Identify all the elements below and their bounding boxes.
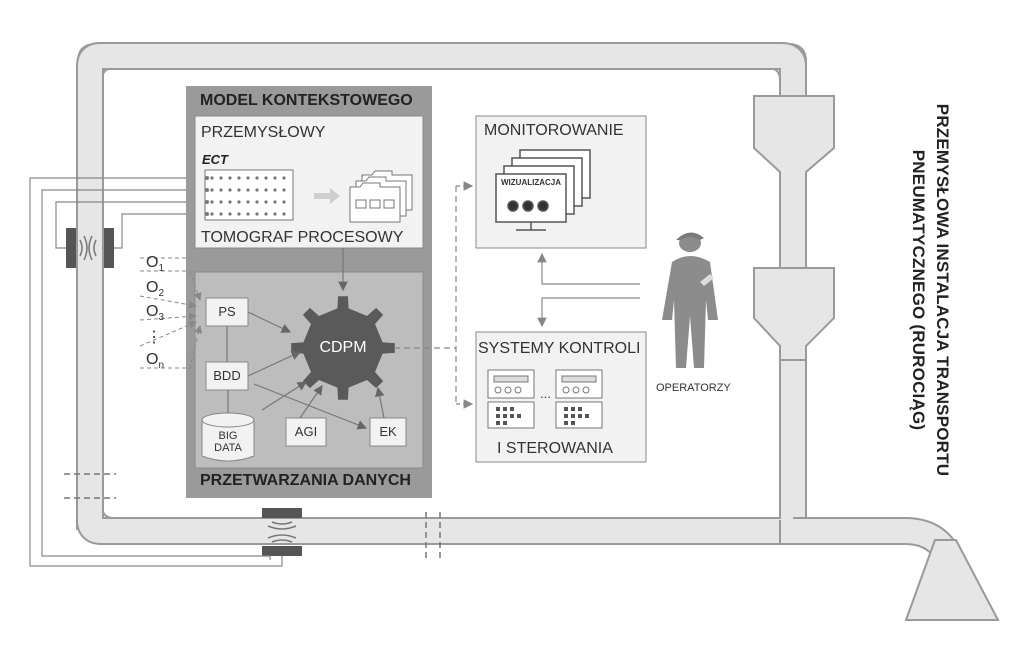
folders-icon xyxy=(349,170,413,223)
monitor-stack-icon xyxy=(495,149,591,231)
separator-bottom xyxy=(753,267,835,361)
ect-arrow xyxy=(314,188,340,204)
output-links xyxy=(394,181,640,409)
input-label-sub: 1 xyxy=(158,263,165,275)
ek-box xyxy=(369,417,407,447)
input-label-sub: 3 xyxy=(158,312,165,324)
bdd-label: BDD xyxy=(213,368,241,383)
control-panel-left xyxy=(487,369,535,429)
sensor-cables xyxy=(29,177,283,567)
visualization-screen-label: WIZUALIZACJA xyxy=(501,178,561,187)
pipe-breaks xyxy=(64,473,441,560)
input-label-base: O xyxy=(146,279,159,296)
industrial-label: PRZEMYSŁOWY xyxy=(201,124,326,141)
input-label-base: ⋮ xyxy=(146,329,162,346)
ps-label: PS xyxy=(218,304,236,319)
input-label-base: O xyxy=(146,351,159,368)
input-label-sub: 2 xyxy=(158,288,165,300)
hopper xyxy=(904,539,1000,621)
cdpm-gear xyxy=(291,296,395,400)
control-ellipsis: ... xyxy=(540,386,551,401)
context-model-title: MODEL KONTEKSTOWEGO xyxy=(200,92,413,109)
input-label-base: O xyxy=(146,303,159,320)
input-label: O3 xyxy=(146,303,164,323)
pipe-band xyxy=(76,42,957,559)
installation-title-line2: PNEUMATYCZNEGO (RUROCIĄG) xyxy=(909,149,928,431)
control-panel-right xyxy=(555,369,603,429)
cdpm-label: CDPM xyxy=(319,339,367,356)
big-data-line2: DATA xyxy=(214,442,242,454)
ect-label: ECT xyxy=(202,152,228,167)
input-label: ⋮ xyxy=(146,327,162,349)
input-label-sub: n xyxy=(158,360,165,372)
separator-top xyxy=(753,95,835,269)
input-label-base: O xyxy=(146,254,159,271)
big-data-line1: BIG xyxy=(218,430,238,442)
sensor-vertical xyxy=(66,228,114,268)
input-label: On xyxy=(146,351,164,371)
input-label: O1 xyxy=(146,254,164,274)
installation-title-line1: PRZEMYSŁOWA INSTALACJA TRANSPORTU xyxy=(933,103,952,477)
input-lines xyxy=(139,257,203,369)
operators-label: OPERATORZY xyxy=(656,382,731,394)
tomograph-label: TOMOGRAF PROCESOWY xyxy=(201,229,404,246)
big-data-cylinder xyxy=(201,412,255,462)
sensor-horizontal xyxy=(262,508,302,556)
ek-label: EK xyxy=(379,424,397,439)
processing-title: PRZETWARZANIA DANYCH xyxy=(200,472,411,489)
agi-label: AGI xyxy=(294,424,318,439)
agi-box xyxy=(285,417,327,447)
control-title: SYSTEMY KONTROLI xyxy=(478,340,641,357)
operator-figure xyxy=(662,232,718,368)
ect-grid xyxy=(204,169,294,221)
bdd-box xyxy=(205,361,249,391)
processing-arrows xyxy=(226,311,385,430)
separators xyxy=(753,95,1000,621)
input-label: O2 xyxy=(146,279,164,299)
monitoring-title: MONITOROWANIE xyxy=(484,122,624,139)
control-subtitle: I STEROWANIA xyxy=(497,440,613,457)
